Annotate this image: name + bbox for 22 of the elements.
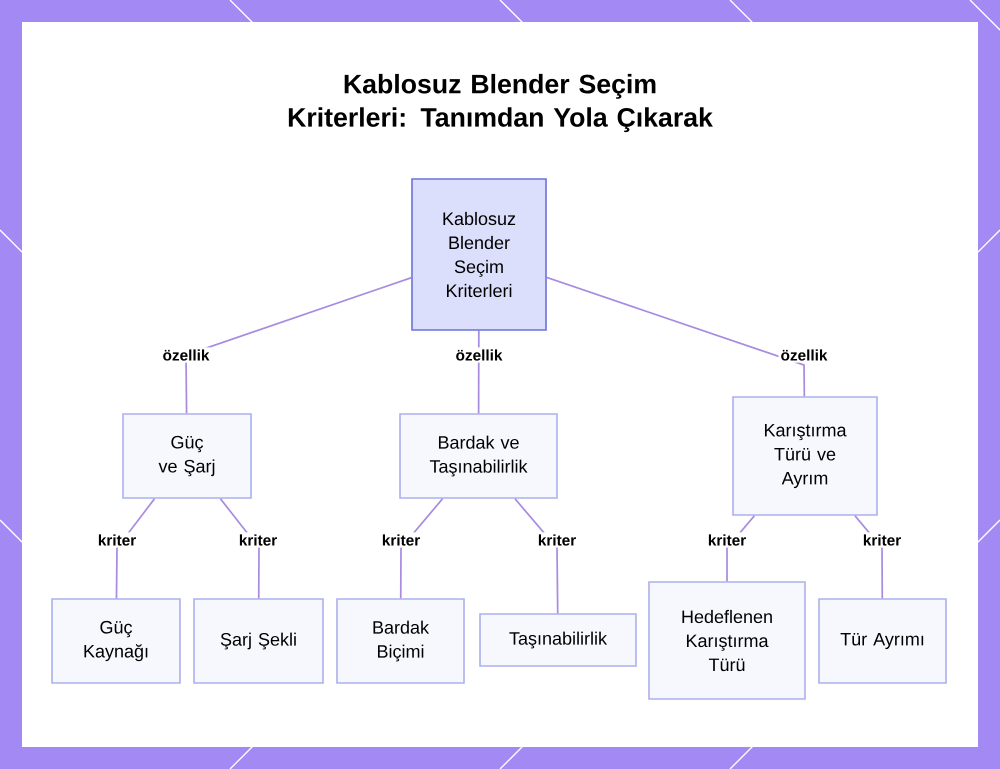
process-box: Güç Kaynağı [51, 598, 181, 684]
process-box: Bardak Biçimi [336, 598, 465, 684]
edge-label: kriter [380, 532, 422, 548]
process-box: Bardak ve Taşınabilirlik [399, 413, 558, 499]
root-box: Kablosuz Blender Seçim Kriterleri [411, 178, 547, 331]
process-box: Taşınabilirlik [479, 613, 637, 667]
process-box: Karıştırma Türü ve Ayrım [732, 396, 878, 516]
edge-label: kriter [860, 532, 904, 548]
process-box: Hedeflenen Karıştırma Türü [648, 581, 806, 700]
title: Kablosuz Blender Seçim Kriterleri: Tanımdan Yola Çıkarak [288, 74, 713, 132]
edge-label: özellik [778, 347, 830, 363]
edge-label: kriter [536, 532, 578, 548]
edge-label: özellik [454, 347, 504, 363]
connector [185, 276, 412, 414]
connector [546, 276, 806, 396]
process-box: Şarj Şekli [193, 598, 324, 684]
edge-label: özellik [160, 347, 212, 363]
process-box: Tür Ayrımı [818, 598, 947, 684]
process-box: Güç ve Şarj [122, 413, 252, 499]
edge-label: kriter [706, 532, 748, 548]
edge-label: kriter [236, 532, 280, 548]
edge-label: kriter [96, 532, 138, 548]
